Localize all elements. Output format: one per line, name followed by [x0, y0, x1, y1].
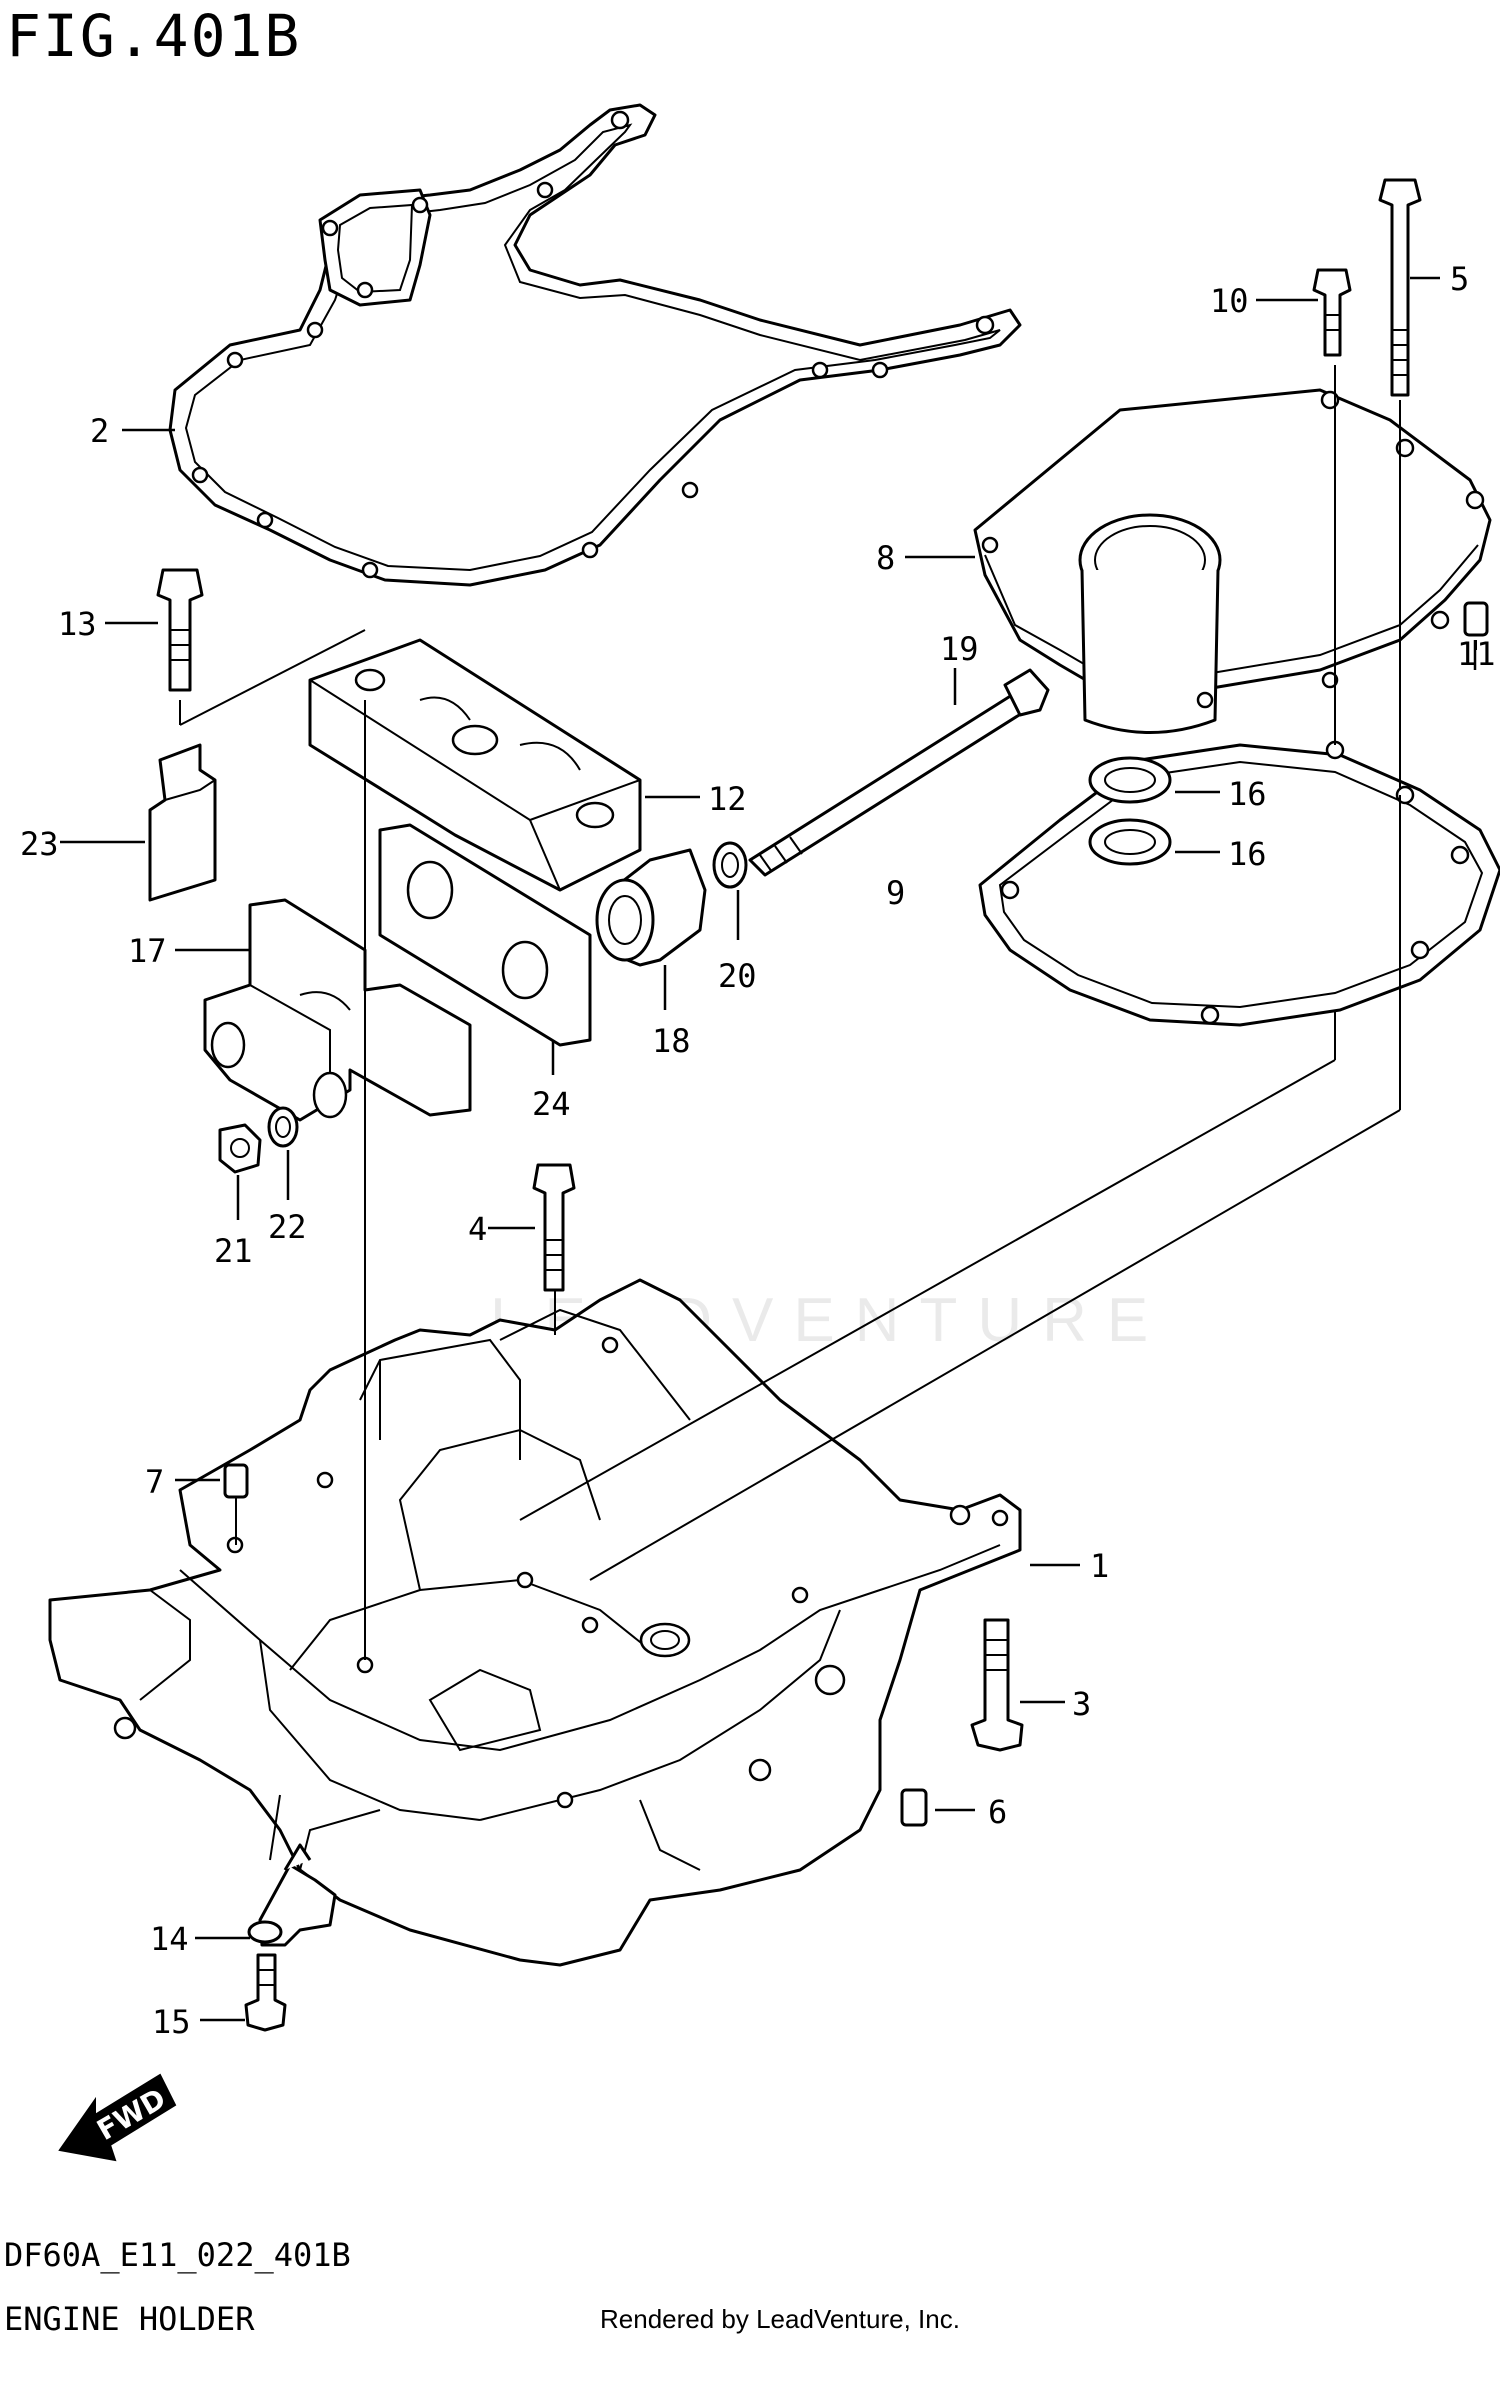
part-20-washer — [712, 841, 748, 889]
part-3-bolt — [970, 1618, 1024, 1752]
part-6-pin — [900, 1788, 928, 1827]
figure-code: DF60A_E11_022_401B — [4, 2236, 351, 2274]
part-15-bolt — [244, 1953, 287, 2032]
part-13-bolt — [156, 568, 204, 692]
part-19-long-bolt — [748, 668, 1050, 877]
callout-2: 2 — [90, 412, 109, 450]
callout-1: 1 — [1090, 1547, 1109, 1585]
fwd-arrow-icon: FWD — [58, 2073, 177, 2162]
part-1-engine-holder — [48, 1278, 1022, 1967]
part-23-shield — [148, 743, 217, 902]
part-4-bolt — [532, 1163, 576, 1292]
part-10-bolt — [1312, 268, 1352, 357]
leader-lines — [60, 276, 1477, 2022]
callout-16-upper: 16 — [1228, 775, 1267, 813]
callout-9: 9 — [886, 874, 905, 912]
figure-name: ENGINE HOLDER — [4, 2300, 255, 2338]
callout-15: 15 — [152, 2003, 191, 2041]
part-18-bushing — [595, 848, 707, 967]
part-2-gasket — [168, 103, 1022, 587]
callout-16-lower: 16 — [1228, 835, 1267, 873]
callout-10: 10 — [1210, 282, 1249, 320]
callout-17: 17 — [128, 932, 167, 970]
callout-8: 8 — [876, 539, 895, 577]
part-24-plate — [378, 823, 592, 1047]
part-16-ring-upper — [1088, 756, 1172, 804]
callout-23: 23 — [20, 825, 59, 863]
callout-21: 21 — [214, 1232, 253, 1270]
assembly-lines — [179, 365, 1477, 1861]
callout-11: 11 — [1457, 635, 1496, 673]
callout-12: 12 — [708, 780, 747, 818]
rendered-by-credit: Rendered by LeadVenture, Inc. — [600, 2304, 960, 2334]
part-5-bolt — [1378, 178, 1422, 397]
callout-3: 3 — [1072, 1685, 1091, 1723]
part-8-cover — [973, 388, 1492, 734]
callout-18: 18 — [652, 1022, 691, 1060]
figure-title: FIG.401B — [6, 2, 302, 70]
part-12-mount-bracket — [308, 638, 642, 892]
callout-20: 20 — [718, 957, 757, 995]
callout-19: 19 — [940, 630, 979, 668]
callout-5: 5 — [1450, 260, 1469, 298]
part-11-pin — [1463, 601, 1489, 637]
callout-22: 22 — [268, 1208, 307, 1246]
part-7-pin — [223, 1463, 249, 1499]
part-21-nut — [218, 1123, 262, 1174]
part-16-ring-lower — [1088, 818, 1172, 866]
callout-6: 6 — [988, 1793, 1007, 1831]
callout-14: 14 — [150, 1920, 189, 1958]
callout-13: 13 — [58, 605, 97, 643]
part-22-washer — [267, 1106, 299, 1148]
part-14-fitting — [247, 1843, 337, 1947]
callout-24: 24 — [532, 1085, 571, 1123]
callout-7: 7 — [145, 1463, 164, 1501]
part-9-gasket — [978, 740, 1500, 1027]
callout-labels: 1 2 3 4 5 6 7 8 9 10 11 12 13 14 15 16 1… — [20, 260, 1496, 2041]
callout-4: 4 — [468, 1210, 487, 1248]
